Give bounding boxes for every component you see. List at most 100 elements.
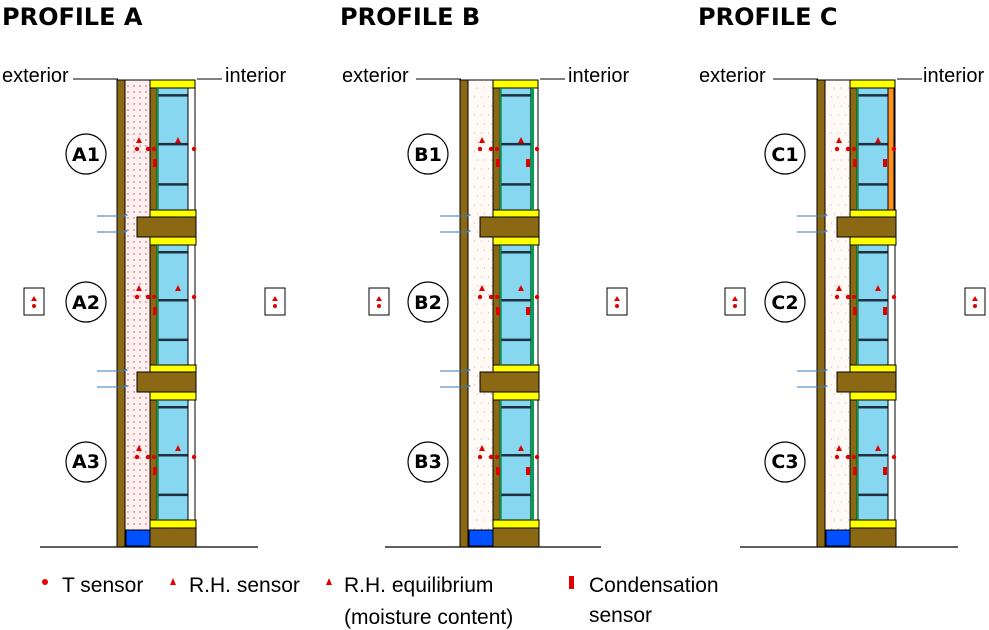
insulation-speck [837,96,839,98]
panel-rail [501,406,533,409]
insulation-speck [844,402,846,404]
zone-label-b3: B3 [414,451,442,473]
insulation-speck [480,438,482,440]
insulation-speck [476,159,478,161]
insulation-speck [490,303,492,305]
insulation-speck [833,429,835,431]
insulation-speck [844,330,846,332]
vent-hook [465,230,471,233]
insulation-speck [487,474,489,476]
insulation-speck [833,303,835,305]
interior-panel [500,399,532,521]
panel-rail [158,251,190,254]
insulation-speck [840,213,842,215]
insulation-speck [473,420,475,422]
zone-circle [65,441,107,483]
interior-finish-green [531,245,534,365]
insulation-speck [480,258,482,260]
rh-sensor [875,445,881,451]
rh-sensor [175,137,181,143]
panel-rail [858,299,890,302]
temperature-sensor [851,454,857,460]
insulation-speck [476,465,478,467]
insulation-speck [480,186,482,188]
insulation-speck [830,240,832,242]
insulation-speck [837,492,839,494]
condensation-sensor [496,159,500,167]
condensation-sensor [853,307,857,315]
temperature-sensor [891,454,897,460]
insulation-layer [124,79,152,548]
panel-rail [501,142,533,146]
insulation-speck [476,249,478,251]
legend-moisture-content-label: (moisture content) [344,606,513,629]
vent-hook [465,214,471,217]
insulation-speck [844,420,846,422]
insulation-speck [483,123,485,125]
stud-column [492,87,501,548]
insulation-speck [833,87,835,89]
condensation-sensor [153,307,157,315]
temperature-sensor [477,146,483,152]
insulation-layer [467,79,495,548]
insulation-speck [473,240,475,242]
insulation-speck [847,429,849,431]
interior-panel [857,399,889,521]
rh-sensor [136,445,142,451]
insulation-speck [847,87,849,89]
insulation-speck [483,429,485,431]
floor-beam [136,371,197,393]
condensation-sensor [153,159,157,167]
insulation-speck [473,312,475,314]
insulation-speck [847,465,849,467]
insulation-speck [847,159,849,161]
insulation-speck [830,348,832,350]
insulation-speck [487,366,489,368]
temperature-sensor [845,294,851,300]
insulation-speck [837,114,839,116]
insulation-speck [833,411,835,413]
bottom-plate-yellow [492,519,540,529]
insulation-speck [476,267,478,269]
temperature-sensor [151,146,157,152]
panel-rail [501,454,533,457]
floor-yellow-bottom [149,391,197,401]
insulation-speck [487,456,489,458]
floor-yellow-top [849,364,897,373]
profile-b-interior-label: interior [568,65,629,87]
temperature-sensor [151,454,157,460]
insulation-speck [483,447,485,449]
exterior-cladding [459,79,469,548]
profile-c-title: PROFILE C [698,3,837,31]
insulation-speck [847,303,849,305]
insulation-speck [833,267,835,269]
floor-yellow-bottom [492,391,540,401]
panel-rail [858,94,890,97]
ambient-rh-sensor [272,296,278,301]
insulation-speck [840,429,842,431]
insulation-speck [490,447,492,449]
insulation-speck [844,438,846,440]
insulation-speck [483,249,485,251]
zone-label-c1: C1 [771,144,798,166]
temperature-sensor [851,294,857,300]
panel-rail [858,493,890,497]
ambient-temperature-sensor [973,304,977,308]
vent-hook [122,369,128,372]
insulation-speck [840,123,842,125]
insulation-speck [483,213,485,215]
panel-rail [501,299,533,302]
ambient-rh-sensor [732,296,738,301]
insulation-speck [844,474,846,476]
panel-rail [858,338,890,342]
insulation-speck [840,483,842,485]
zone-label-c3: C3 [771,451,798,473]
insulation-speck [487,348,489,350]
insulation-speck [837,312,839,314]
insulation-speck [487,438,489,440]
insulation-speck [837,402,839,404]
exterior-ambient-sensor-box [724,287,746,316]
water-patch [125,529,151,547]
insulation-speck [487,294,489,296]
insulation-speck [830,132,832,134]
